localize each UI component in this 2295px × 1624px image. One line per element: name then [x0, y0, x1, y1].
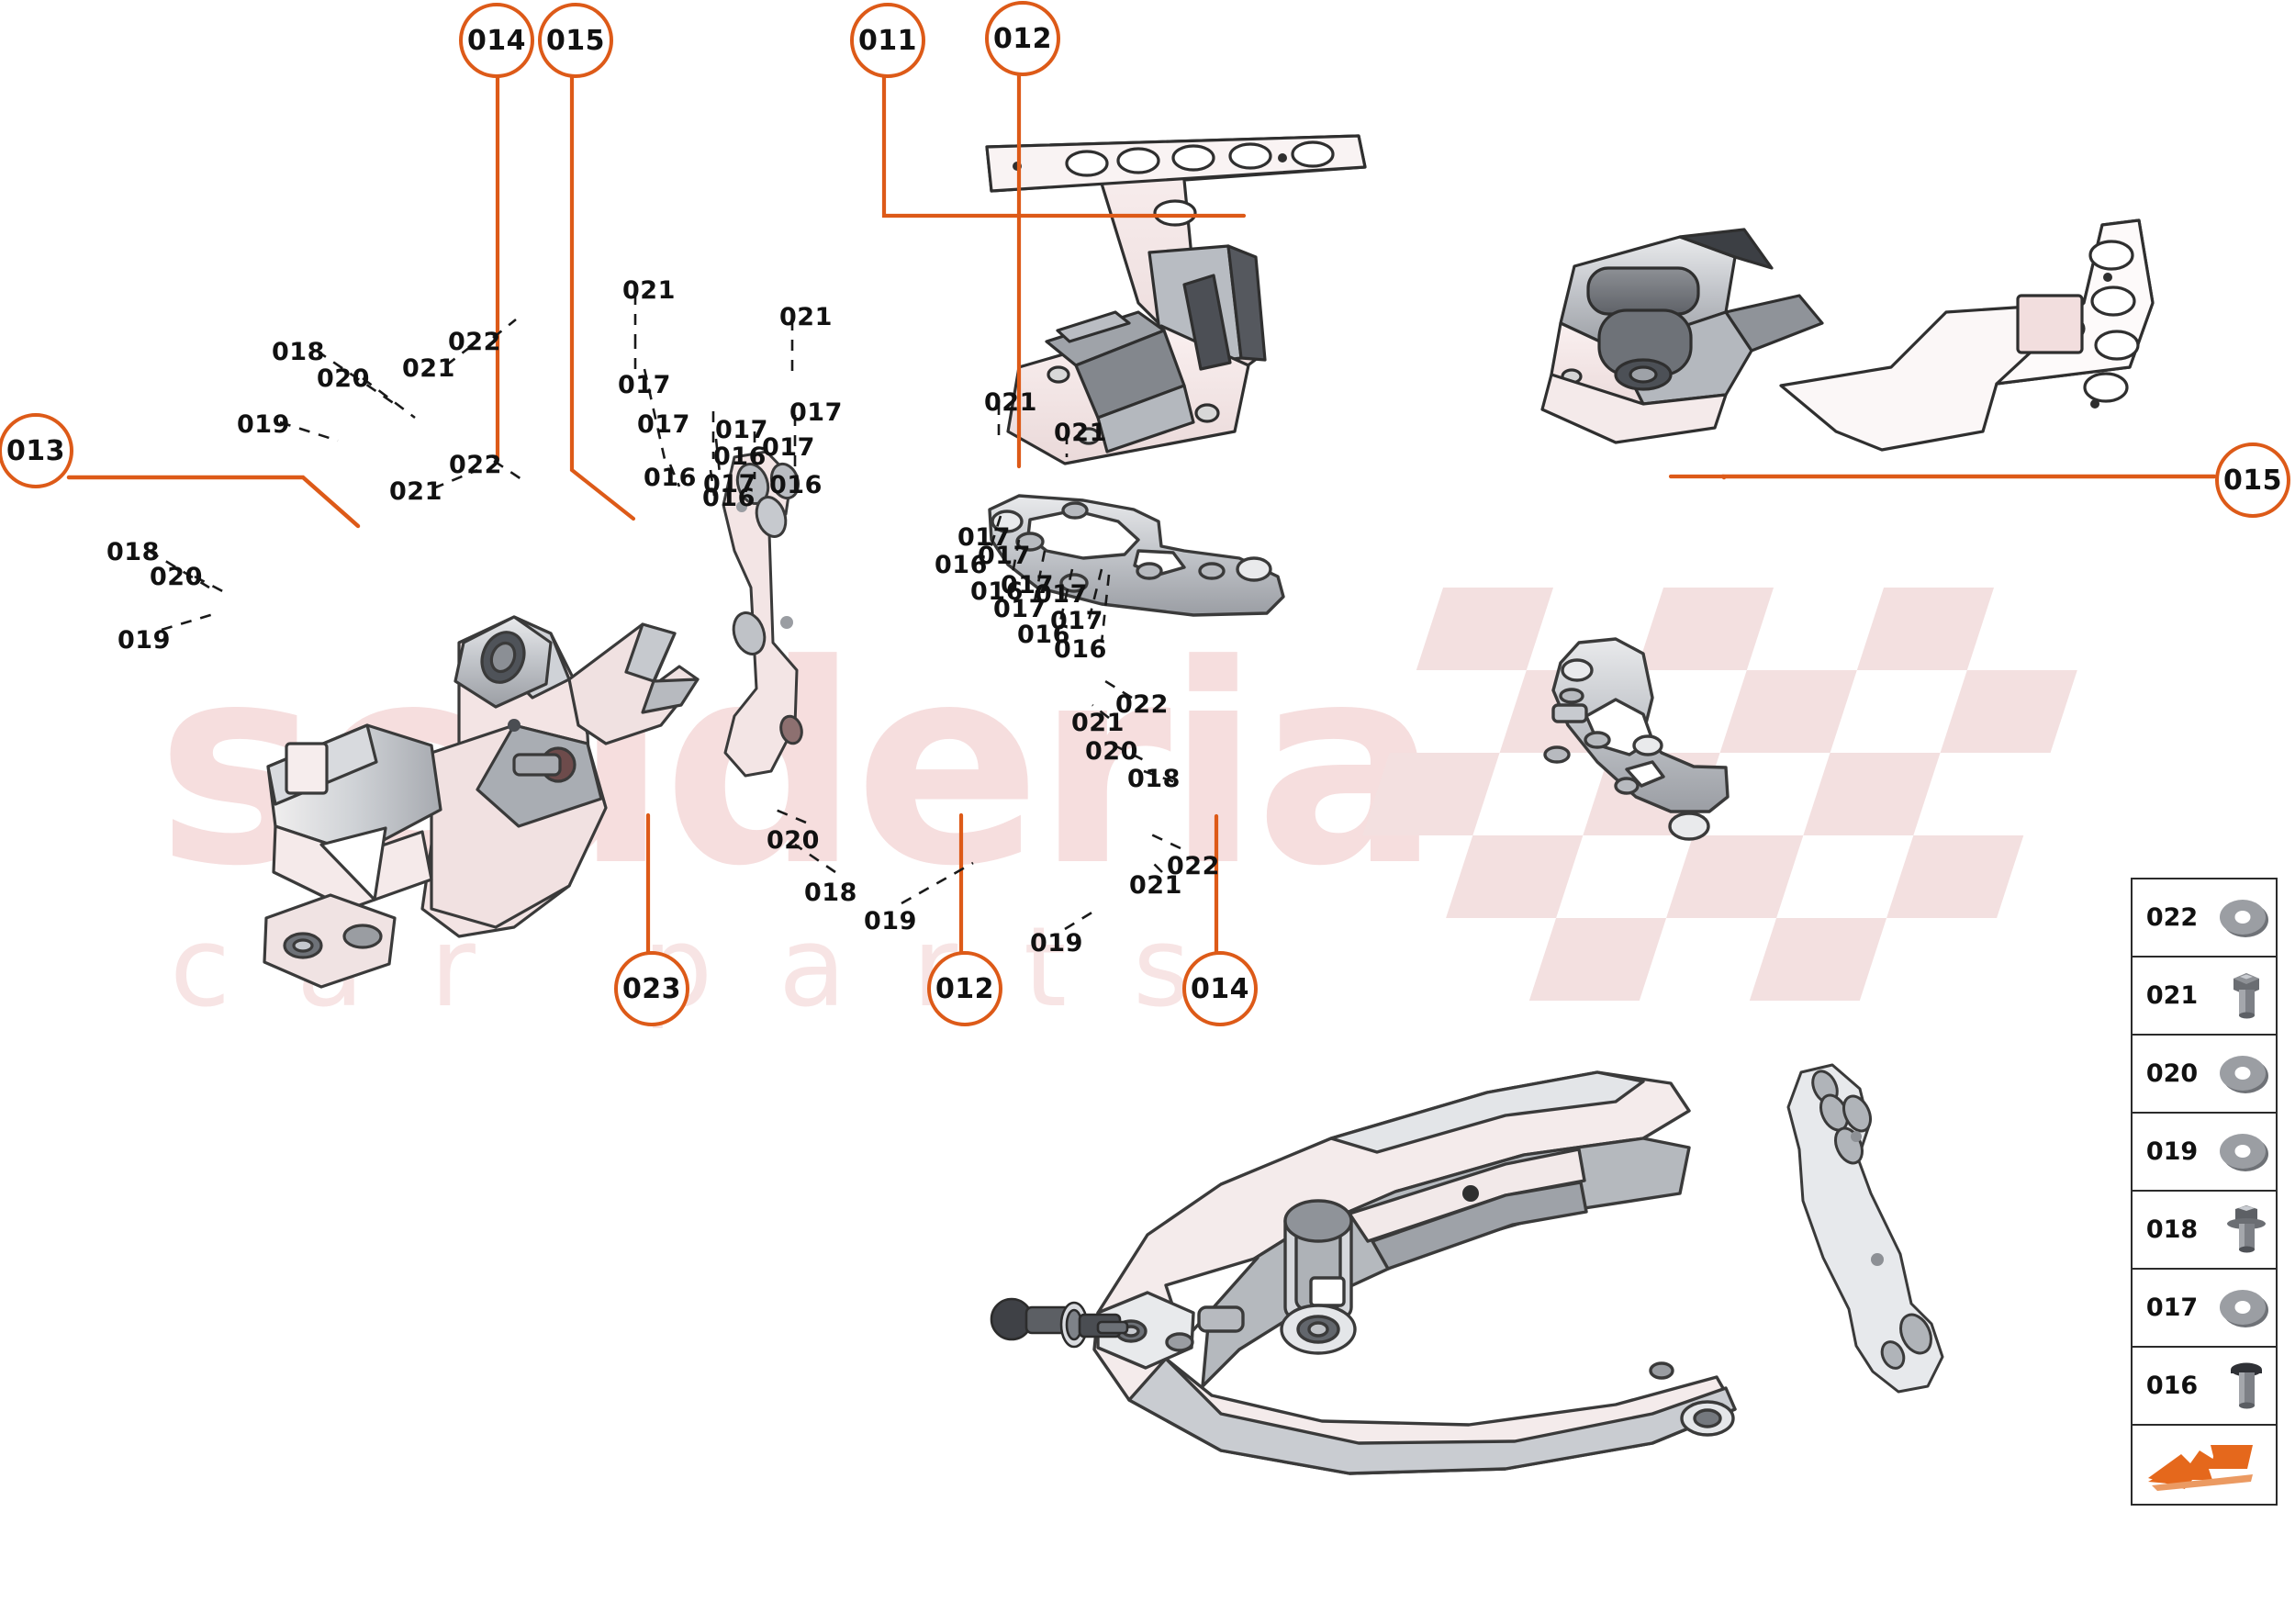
part-label-017: 017	[703, 470, 756, 498]
callout-015[interactable]: 015	[2215, 442, 2290, 518]
legend-table: 022 021 020 019 018 017 016	[2131, 878, 2278, 1506]
part-label-016: 016	[1017, 621, 1070, 649]
part-label-020: 020	[150, 563, 203, 591]
part-label-019: 019	[237, 410, 290, 439]
hex-bolt-icon	[2211, 968, 2276, 1025]
legend-number: 021	[2145, 981, 2199, 1010]
part-label-017: 017	[637, 410, 690, 439]
legend-row-017: 017	[2133, 1270, 2276, 1348]
callout-015[interactable]: 015	[538, 3, 613, 78]
callout-014[interactable]: 014	[1182, 951, 1258, 1026]
part-label-022: 022	[449, 451, 502, 479]
legend-number: 019	[2145, 1137, 2199, 1166]
part-label-017: 017	[1050, 607, 1103, 635]
part-label-021: 021	[1129, 871, 1182, 900]
part-label-017: 017	[978, 542, 1031, 570]
washer-icon	[2211, 895, 2276, 941]
part-label-019: 019	[1030, 929, 1083, 958]
callout-012[interactable]: 012	[927, 951, 1002, 1026]
part-014-link-left	[722, 450, 803, 778]
callout-023[interactable]: 023	[614, 951, 689, 1026]
part-label-021: 021	[1054, 419, 1107, 447]
part-label-017: 017	[715, 416, 768, 444]
callout-012[interactable]: 012	[985, 1, 1060, 76]
legend-number: 016	[2145, 1372, 2199, 1400]
part-011-crossmember	[985, 134, 1367, 465]
rivet-icon	[2211, 1358, 2276, 1415]
part-label-021: 021	[389, 477, 442, 506]
part-label-020: 020	[317, 364, 370, 393]
part-label-021: 021	[402, 354, 455, 383]
legend-row-020: 020	[2133, 1036, 2276, 1114]
part-label-022: 022	[448, 328, 501, 356]
part-label-017: 017	[1035, 580, 1088, 609]
legend-row-019: 019	[2133, 1114, 2276, 1192]
washer-icon	[2211, 1129, 2276, 1175]
legend-row-021: 021	[2133, 958, 2276, 1036]
part-015-bracket-right	[1543, 637, 1730, 841]
part-label-017: 017	[993, 595, 1047, 623]
part-013-assembly	[263, 615, 700, 989]
arrow-flag-icon	[2133, 1438, 2276, 1493]
part-023-ball-stud	[990, 1297, 1129, 1349]
part-label-022: 022	[1115, 690, 1169, 719]
part-label-018: 018	[106, 538, 160, 566]
legend-number: 022	[2145, 903, 2199, 932]
part-label-021: 021	[779, 303, 833, 331]
part-label-018: 018	[1127, 765, 1181, 793]
part-label-016: 016	[769, 471, 823, 499]
part-label-022: 022	[1167, 852, 1220, 880]
callout-014[interactable]: 014	[459, 3, 534, 78]
part-label-020: 020	[767, 826, 820, 855]
part-label-016: 016	[935, 551, 988, 579]
part-label-017: 017	[789, 398, 843, 427]
part-label-016: 016	[713, 442, 767, 471]
part-014-link-right	[1786, 1063, 1944, 1394]
legend-row-022: 022	[2133, 879, 2276, 958]
part-label-016: 016	[970, 577, 1024, 606]
part-label-016: 016	[1054, 635, 1107, 664]
washer-icon	[2211, 1285, 2276, 1331]
part-label-021: 021	[622, 276, 676, 305]
part-012-bracket-top	[1540, 218, 2155, 452]
part-label-021: 021	[984, 388, 1037, 417]
legend-number: 020	[2145, 1059, 2199, 1088]
part-label-017: 017	[1001, 571, 1054, 599]
part-015-bracket-center	[988, 494, 1285, 617]
legend-row-brand	[2133, 1426, 2276, 1504]
flange-bolt-icon	[2211, 1202, 2276, 1259]
callout-013[interactable]: 013	[0, 413, 73, 488]
legend-number: 018	[2145, 1215, 2199, 1244]
legend-number: 017	[2145, 1294, 2199, 1322]
part-label-017: 017	[762, 433, 815, 462]
part-label-017: 017	[618, 371, 671, 399]
legend-row-018: 018	[2133, 1192, 2276, 1270]
legend-row-016: 016	[2133, 1348, 2276, 1426]
part-label-018: 018	[272, 338, 325, 366]
part-label-019: 019	[864, 907, 917, 935]
callout-011[interactable]: 011	[850, 3, 925, 78]
part-label-017: 017	[957, 523, 1011, 552]
washer-icon	[2211, 1051, 2276, 1097]
part-label-018: 018	[804, 879, 857, 907]
part-label-021: 021	[1071, 709, 1125, 737]
part-label-020: 020	[1085, 737, 1138, 766]
part-label-019: 019	[118, 626, 171, 655]
part-label-016: 016	[702, 484, 756, 512]
part-label-016: 016	[644, 464, 697, 492]
part-012-arm-bottom	[1092, 1070, 1737, 1475]
